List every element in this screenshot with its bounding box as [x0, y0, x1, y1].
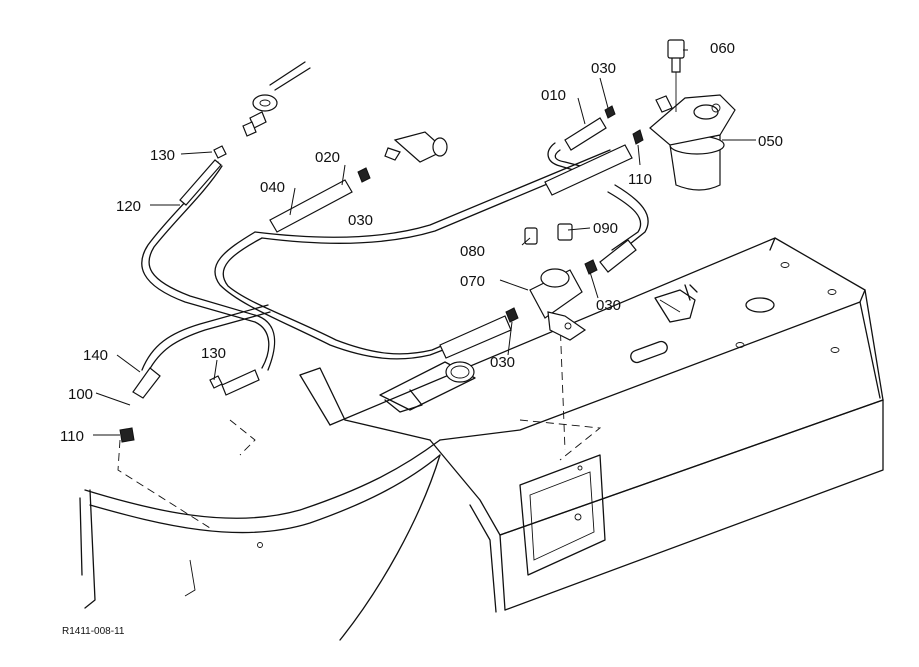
callout-070: 070 [460, 273, 485, 290]
callout-030-bottom: 030 [490, 354, 515, 371]
diagram-reference-code: R1411-008-11 [62, 626, 125, 637]
callout-030-top: 030 [591, 60, 616, 77]
callout-110-filter: 110 [628, 171, 652, 188]
callout-120: 120 [116, 198, 141, 215]
leader-lines [93, 49, 756, 436]
callout-060: 060 [710, 40, 735, 57]
callout-040: 040 [260, 179, 285, 196]
fuel-lines [117, 142, 649, 529]
banjo-fitting [242, 61, 311, 137]
callout-100: 100 [68, 386, 93, 403]
frame-housing [79, 237, 884, 641]
intake-elbow [379, 361, 476, 413]
callout-110-bottom: 110 [60, 428, 84, 445]
callout-130-bottom: 130 [201, 345, 226, 362]
callout-030-left: 030 [348, 212, 373, 229]
injector-connector [384, 131, 448, 163]
callout-labels: 010 030 060 050 110 020 040 030 130 120 … [60, 40, 783, 445]
callout-130-top: 130 [150, 147, 175, 164]
callout-080: 080 [460, 243, 485, 260]
callout-090: 090 [593, 220, 618, 237]
hose-segments [132, 117, 637, 399]
callout-010: 010 [541, 87, 566, 104]
callout-140: 140 [83, 347, 108, 364]
callout-030-right: 030 [596, 297, 621, 314]
callout-020: 020 [315, 149, 340, 166]
fuel-pump [524, 223, 587, 341]
callout-050: 050 [758, 133, 783, 150]
hose-clamps [119, 105, 644, 443]
fuel-filter-assembly [649, 39, 736, 191]
